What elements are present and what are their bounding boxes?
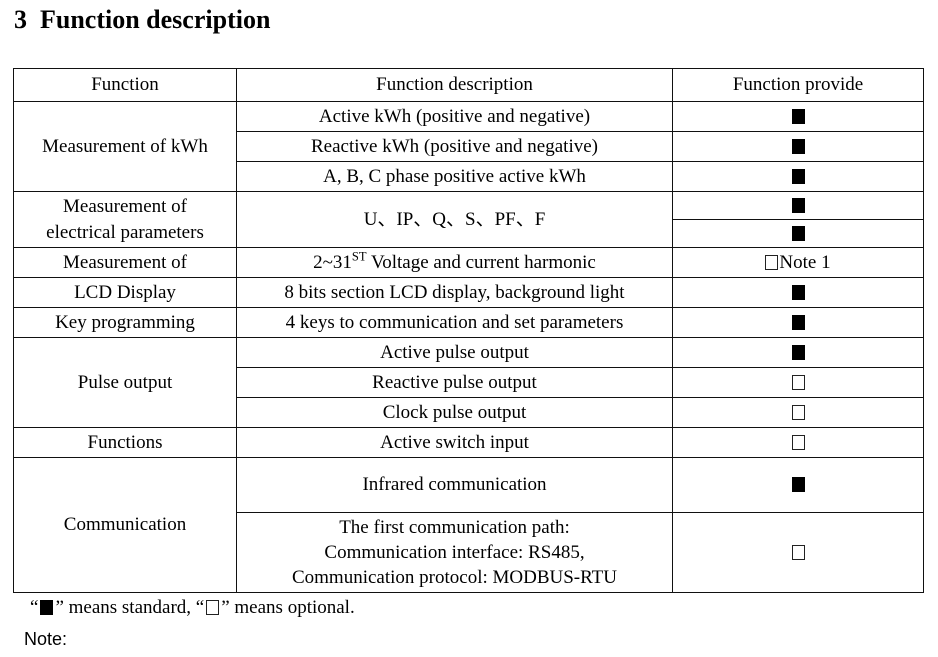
column-header-function: Function bbox=[13, 68, 237, 102]
provide-note: Note 1 bbox=[765, 251, 831, 273]
page-title: 3 Function description bbox=[14, 5, 271, 34]
filled-square-icon bbox=[791, 225, 805, 241]
cell-provide bbox=[672, 397, 924, 428]
row-label-communication: Communication bbox=[13, 456, 237, 594]
cell-description: A, B, C phase positive active kWh bbox=[236, 161, 673, 192]
cell-provide bbox=[672, 511, 924, 594]
filled-square-icon bbox=[40, 600, 54, 615]
cell-description: U、IP、Q、S、PF、F bbox=[236, 191, 673, 248]
cell-description: Active pulse output bbox=[236, 337, 673, 368]
table-row: Reactive kWh (positive and negative) bbox=[14, 131, 924, 162]
cell-provide bbox=[672, 367, 924, 398]
hollow-square-icon bbox=[206, 600, 220, 615]
table-row: LCD Display 8 bits section LCD display, … bbox=[13, 277, 924, 308]
cell-description: Active switch input bbox=[236, 427, 673, 458]
hollow-square-icon bbox=[791, 544, 805, 560]
cell-provide bbox=[673, 220, 923, 248]
filled-square-icon bbox=[791, 138, 805, 154]
description-line-3: Communication protocol: MODBUS-RTU bbox=[291, 567, 617, 589]
filled-square-icon bbox=[791, 197, 805, 213]
row-label-line-2: electrical parameters bbox=[46, 221, 204, 243]
note-label: Note: bbox=[24, 629, 68, 649]
filled-square-icon bbox=[791, 344, 805, 360]
row-label-line-1: Measurement of bbox=[63, 196, 187, 218]
column-header-function-description: Function description bbox=[236, 68, 673, 102]
cell-provide bbox=[672, 427, 924, 458]
hollow-square-icon bbox=[765, 254, 779, 270]
description-text-post: Voltage and current harmonic bbox=[366, 251, 596, 273]
table-row: Functions Active switch input bbox=[13, 427, 924, 458]
row-label-pulse-output: Pulse output bbox=[13, 337, 237, 428]
row-label-measurement-harmonic: Measurement of bbox=[13, 247, 237, 278]
hollow-square-icon bbox=[791, 374, 805, 390]
cell-provide bbox=[672, 337, 924, 368]
description-line-2: Communication interface: RS485, bbox=[324, 542, 585, 564]
cell-provide bbox=[673, 192, 923, 220]
legend-standard-text: means standard, bbox=[63, 597, 196, 618]
table-row: Measurement of kWh Active kWh (positive … bbox=[13, 101, 924, 192]
table-row: Pulse output Active pulse output bbox=[13, 337, 924, 428]
legend-quote-close: ” bbox=[55, 597, 64, 618]
cell-provide bbox=[672, 161, 924, 192]
hollow-square-icon bbox=[791, 404, 805, 420]
cell-description: Active kWh (positive and negative) bbox=[236, 101, 673, 132]
cell-description: 2~31ST Voltage and current harmonic bbox=[236, 247, 673, 278]
filled-square-icon bbox=[791, 314, 805, 330]
filled-square-icon bbox=[791, 108, 805, 124]
legend-quote-open-2: “ bbox=[195, 597, 205, 618]
legend-line: “ ” means standard, “ ” means optional. bbox=[30, 597, 355, 619]
table-row: Reactive pulse output bbox=[14, 367, 924, 398]
cell-description: Reactive pulse output bbox=[236, 367, 673, 398]
cell-description: Clock pulse output bbox=[236, 397, 673, 428]
cell-description: Reactive kWh (positive and negative) bbox=[236, 131, 673, 162]
table-row: A, B, C phase positive active kWh bbox=[14, 161, 924, 192]
hollow-square-icon bbox=[791, 434, 805, 450]
row-label-lcd-display: LCD Display bbox=[13, 277, 237, 308]
function-description-table: Function Function description Function p… bbox=[13, 68, 924, 594]
legend-quote-open: “ bbox=[30, 597, 39, 618]
description-text-pre: 2~31 bbox=[313, 251, 352, 273]
cell-description: 8 bits section LCD display, background l… bbox=[236, 277, 673, 308]
row-label-key-programming: Key programming bbox=[13, 307, 237, 338]
description-line-1: The first communication path: bbox=[339, 517, 570, 538]
note-reference: Note 1 bbox=[779, 251, 831, 273]
cell-provide-split bbox=[672, 191, 924, 248]
row-label-functions: Functions bbox=[13, 427, 237, 458]
filled-square-icon bbox=[791, 284, 805, 300]
table-row: The first communication path: Communicat… bbox=[14, 511, 924, 594]
cell-provide bbox=[672, 457, 924, 513]
legend-optional-text: means optional. bbox=[229, 597, 355, 618]
cell-description: 4 keys to communication and set paramete… bbox=[236, 307, 673, 338]
column-header-function-provide: Function provide bbox=[672, 68, 924, 102]
filled-square-icon bbox=[791, 477, 805, 493]
cell-description: The first communication path: Communicat… bbox=[236, 511, 673, 594]
legend-quote-close-2: ” bbox=[221, 597, 230, 618]
cell-provide bbox=[672, 101, 924, 132]
cell-provide bbox=[672, 277, 924, 308]
description-ordinal-suffix: ST bbox=[351, 249, 367, 264]
table-header-row: Function Function description Function p… bbox=[13, 68, 924, 102]
cell-description: Infrared communication bbox=[236, 457, 673, 513]
filled-square-icon bbox=[791, 168, 805, 184]
cell-provide: Note 1 bbox=[672, 247, 924, 278]
table-row: Communication Infrared communication bbox=[13, 456, 924, 594]
table-row: Key programming 4 keys to communication … bbox=[13, 307, 924, 338]
row-label-measurement-kwh: Measurement of kWh bbox=[13, 101, 237, 192]
cell-provide bbox=[672, 131, 924, 162]
table-row: Measurement of electrical parameters U、I… bbox=[13, 191, 924, 248]
cell-provide bbox=[672, 307, 924, 338]
table-row: Measurement of 2~31ST Voltage and curren… bbox=[13, 247, 924, 278]
table-row: Clock pulse output bbox=[14, 397, 924, 428]
row-label-measurement-electrical-parameters: Measurement of electrical parameters bbox=[13, 191, 237, 248]
